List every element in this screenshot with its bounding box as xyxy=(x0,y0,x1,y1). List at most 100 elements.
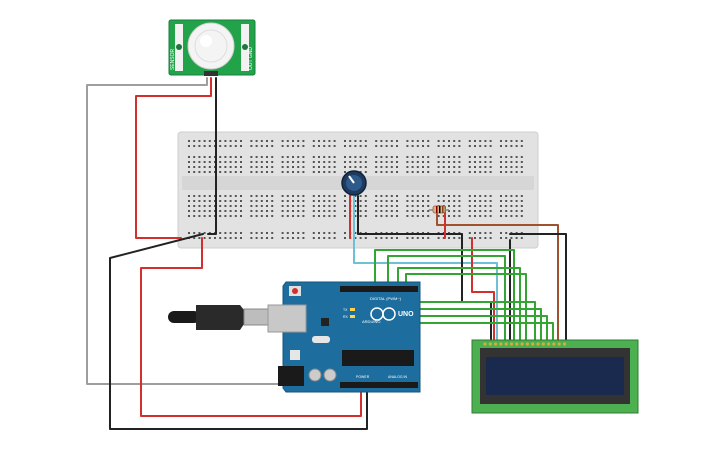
breadboard-hole xyxy=(312,237,315,239)
breadboard-hole xyxy=(188,161,190,163)
breadboard-hole xyxy=(266,237,268,239)
breadboard-hole xyxy=(427,237,430,239)
breadboard-hole xyxy=(422,161,424,163)
breadboard-hole xyxy=(250,145,253,147)
breadboard-hole xyxy=(458,205,461,207)
breadboard-hole xyxy=(416,205,419,207)
breadboard-hole xyxy=(349,161,352,163)
breadboard-hole xyxy=(198,161,201,163)
breadboard-hole xyxy=(375,195,378,197)
breadboard-hole xyxy=(416,171,419,173)
lcd-pin xyxy=(541,342,545,346)
breadboard-hole xyxy=(422,156,424,158)
breadboard-hole xyxy=(505,140,508,142)
breadboard-hole xyxy=(364,171,367,173)
breadboard-hole xyxy=(312,161,315,163)
breadboard-hole xyxy=(416,140,419,142)
breadboard-hole xyxy=(406,166,409,168)
breadboard-hole xyxy=(520,210,523,212)
breadboard-hole xyxy=(224,195,227,197)
breadboard-hole xyxy=(229,200,232,202)
breadboard-hole xyxy=(318,156,320,158)
breadboard-hole xyxy=(479,200,482,202)
breadboard-hole xyxy=(515,166,518,168)
breadboard-hole xyxy=(208,200,211,202)
breadboard-hole xyxy=(297,171,300,173)
breadboard-hole xyxy=(505,232,508,234)
breadboard-hole xyxy=(281,161,284,163)
wire-grey-pir-to-arduino xyxy=(86,77,280,385)
breadboard-hole xyxy=(510,140,513,142)
breadboard-hole xyxy=(193,205,196,207)
breadboard-hole xyxy=(510,161,513,163)
breadboard-hole xyxy=(458,166,461,168)
breadboard-hole xyxy=(302,237,305,239)
wire-green-2 xyxy=(387,255,506,343)
breadboard-hole xyxy=(302,195,305,197)
breadboard-hole xyxy=(224,145,227,147)
breadboard-hole xyxy=(484,237,487,239)
breadboard-hole xyxy=(297,140,300,142)
wire-black-lcd-k xyxy=(509,233,567,343)
breadboard-hole xyxy=(198,205,201,207)
breadboard-hole xyxy=(318,161,320,163)
breadboard-hole xyxy=(297,210,300,212)
breadboard-hole xyxy=(271,237,274,239)
breadboard-hole xyxy=(271,156,274,158)
breadboard-hole xyxy=(422,215,424,217)
breadboard-hole xyxy=(396,237,398,239)
breadboard-hole xyxy=(479,166,482,168)
breadboard-hole xyxy=(442,166,445,168)
breadboard-hole xyxy=(406,171,409,173)
breadboard-hole xyxy=(312,232,315,234)
breadboard-hole xyxy=(364,166,367,168)
breadboard-hole xyxy=(250,205,253,207)
lcd-pin xyxy=(509,342,514,346)
breadboard-hole xyxy=(266,171,268,173)
breadboard-hole xyxy=(255,200,258,202)
breadboard-hole xyxy=(193,161,196,163)
wire-green-3 xyxy=(397,267,521,343)
regulator xyxy=(290,350,300,360)
breadboard-hole xyxy=(297,237,300,239)
breadboard-hole xyxy=(520,195,523,197)
breadboard-hole xyxy=(380,195,383,197)
breadboard-hole xyxy=(297,215,300,217)
breadboard-hole xyxy=(458,145,461,147)
breadboard-hole xyxy=(474,232,476,234)
breadboard-hole xyxy=(422,200,424,202)
breadboard-hole xyxy=(364,205,367,207)
breadboard-hole xyxy=(266,156,268,158)
power-label: POWER xyxy=(356,375,370,379)
breadboard-hole xyxy=(302,215,305,217)
breadboard-hole xyxy=(448,237,450,239)
lcd-pin xyxy=(547,342,551,346)
breadboard-hole xyxy=(479,210,482,212)
breadboard-hole xyxy=(354,232,357,234)
lcd-pin xyxy=(562,342,567,346)
lcd-pin xyxy=(531,342,535,346)
breadboard-hole xyxy=(354,161,357,163)
breadboard-hole xyxy=(344,145,346,147)
breadboard-hole xyxy=(302,210,305,212)
breadboard-hole xyxy=(224,215,227,217)
breadboard-hole xyxy=(468,156,471,158)
breadboard-hole xyxy=(500,140,502,142)
breadboard-hole xyxy=(281,200,284,202)
breadboard-hole xyxy=(520,200,523,202)
breadboard-hole xyxy=(380,166,383,168)
breadboard-hole xyxy=(520,156,523,158)
breadboard-hole xyxy=(188,200,190,202)
breadboard-hole xyxy=(318,232,320,234)
breadboard-hole xyxy=(385,140,388,142)
breadboard-hole xyxy=(255,145,258,147)
breadboard-hole xyxy=(484,161,487,163)
breadboard-hole xyxy=(255,171,258,173)
breadboard-hole xyxy=(453,140,456,142)
breadboard-hole xyxy=(520,161,523,163)
breadboard-hole xyxy=(203,205,206,207)
usb-plug-body xyxy=(196,305,244,330)
breadboard-hole xyxy=(229,215,232,217)
breadboard-hole xyxy=(286,161,289,163)
breadboard-hole xyxy=(328,140,331,142)
